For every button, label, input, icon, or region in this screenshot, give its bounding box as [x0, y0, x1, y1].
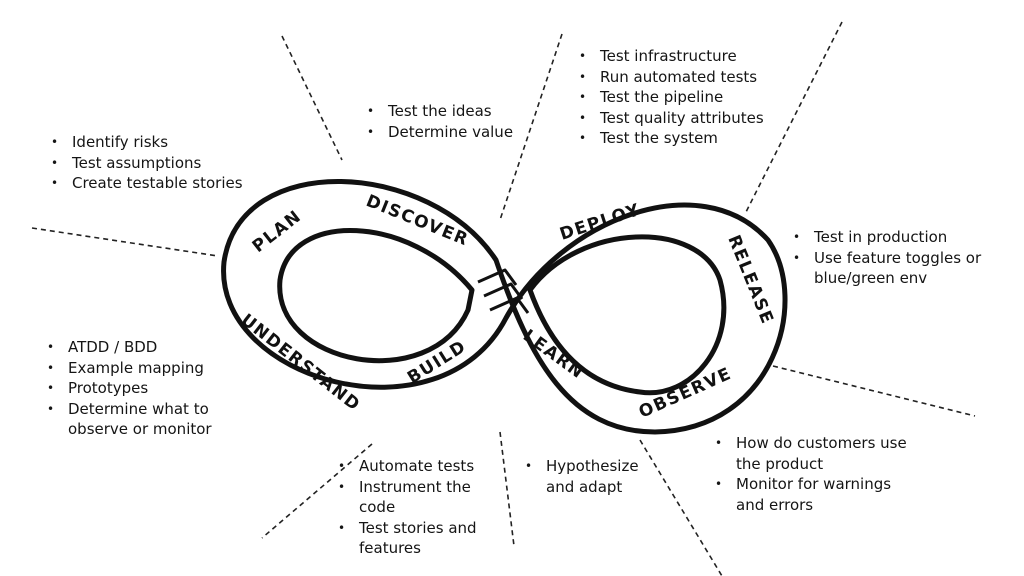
note-item: ATDD / BDD: [42, 337, 242, 358]
infinity-band: [221, 179, 788, 435]
divider-lines: [31, 21, 976, 576]
notes-build: Automate tests Instrument the code Test …: [333, 456, 493, 559]
divider-line: [261, 443, 373, 539]
notes-plan: Identify risks Test assumptions Create t…: [46, 132, 286, 194]
note-item: Test quality attributes: [574, 108, 804, 129]
note-item: Test the system: [574, 128, 804, 149]
infinity-inner-outline-right: [527, 234, 727, 396]
note-item: Test the ideas: [362, 101, 542, 122]
note-item: How do customers use the product: [710, 433, 910, 474]
divider-line: [31, 227, 219, 257]
infinity-outer-outline: [221, 179, 788, 435]
note-item: Determine what to observe or monitor: [42, 399, 242, 440]
stage-label-understand: UNDERSTAND: [237, 310, 364, 416]
note-item: Instrument the code: [333, 477, 493, 518]
note-item: Test assumptions: [46, 153, 286, 174]
divider-line: [499, 431, 515, 547]
note-item: Test stories and features: [333, 518, 493, 559]
divider-line: [281, 35, 343, 161]
notes-observe: How do customers use the product Monitor…: [710, 433, 910, 515]
note-item: Test in production: [788, 227, 988, 248]
stage-label-release: RELEASE: [723, 232, 777, 327]
note-item: Prototypes: [42, 378, 242, 399]
note-item: Determine value: [362, 122, 542, 143]
note-item: Use feature toggles or blue/green env: [788, 248, 988, 289]
note-item: Automate tests: [333, 456, 493, 477]
note-item: Create testable stories: [46, 173, 286, 194]
notes-learn: Hypothesize and adapt: [520, 456, 640, 497]
note-item: Run automated tests: [574, 67, 804, 88]
note-item: Monitor for warnings and errors: [710, 474, 910, 515]
note-item: Hypothesize and adapt: [520, 456, 640, 497]
divider-line: [499, 33, 563, 221]
note-item: Test the pipeline: [574, 87, 804, 108]
notes-discover: Test the ideas Determine value: [362, 101, 542, 142]
note-item: Example mapping: [42, 358, 242, 379]
infinity-inner-outline: [277, 227, 475, 364]
note-item: Identify risks: [46, 132, 286, 153]
notes-deploy: Test infrastructure Run automated tests …: [574, 46, 804, 149]
notes-understand: ATDD / BDD Example mapping Prototypes De…: [42, 337, 242, 440]
chevron-arrows-icon: [477, 268, 530, 314]
note-item: Test infrastructure: [574, 46, 804, 67]
divider-line: [772, 365, 976, 417]
notes-release: Test in production Use feature toggles o…: [788, 227, 988, 289]
